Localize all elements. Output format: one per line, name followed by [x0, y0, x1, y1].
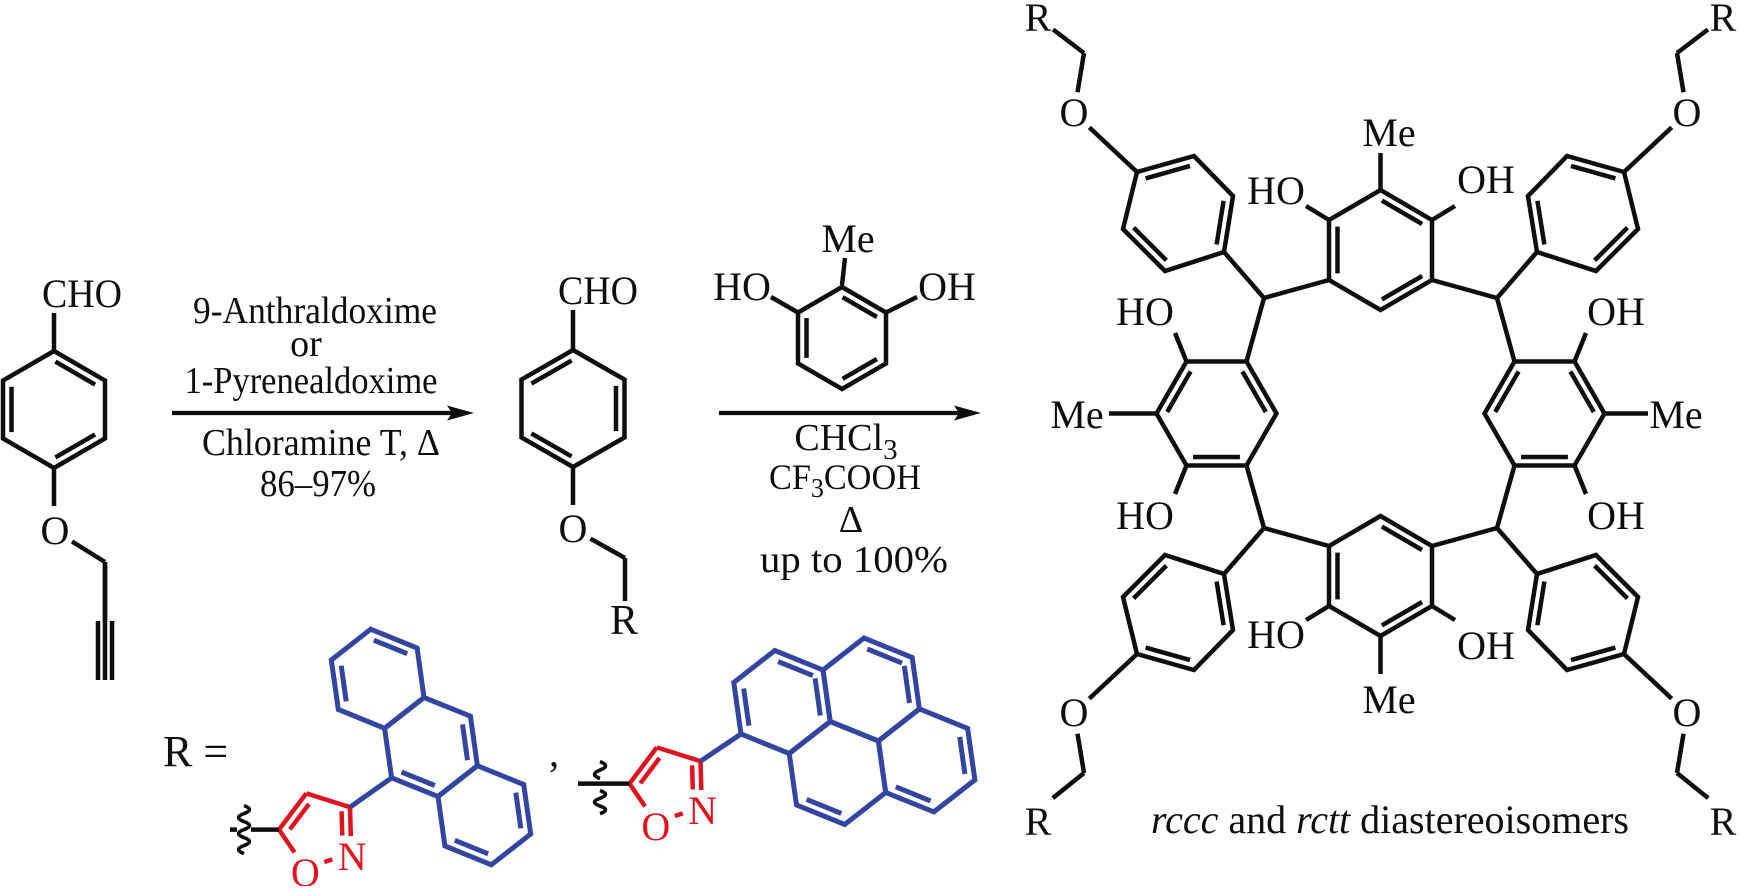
- svg-text:R =: R =: [163, 727, 228, 776]
- svg-text:86–97%: 86–97%: [260, 463, 376, 505]
- svg-text:R: R: [1025, 799, 1052, 844]
- svg-text:HO: HO: [713, 264, 771, 309]
- svg-text:,: ,: [549, 730, 559, 775]
- svg-text:Me: Me: [821, 216, 874, 261]
- svg-text:O: O: [1060, 690, 1089, 735]
- svg-text:R: R: [1710, 799, 1737, 844]
- svg-text:R: R: [1025, 0, 1052, 40]
- svg-text:Δ: Δ: [839, 499, 863, 541]
- svg-text:OH: OH: [1587, 289, 1645, 334]
- svg-text:or: or: [290, 323, 322, 365]
- svg-text:Me: Me: [1649, 392, 1702, 437]
- svg-text:1-Pyrenealdoxime: 1-Pyrenealdoxime: [185, 360, 438, 402]
- svg-text:O: O: [291, 850, 320, 886]
- svg-text:O: O: [41, 508, 70, 553]
- svg-text:rccc and rctt diastereoisomers: rccc and rctt diastereoisomers: [1151, 797, 1629, 842]
- svg-text:OH: OH: [1457, 157, 1515, 202]
- svg-text:up to 100%: up to 100%: [760, 539, 948, 581]
- svg-text:N: N: [338, 834, 367, 879]
- svg-text:CHCl3: CHCl3: [794, 417, 897, 466]
- svg-text:OH: OH: [1457, 623, 1515, 668]
- svg-text:HO: HO: [1116, 493, 1174, 538]
- svg-text:O: O: [1673, 690, 1702, 735]
- svg-text:OH: OH: [918, 264, 976, 309]
- svg-text:Me: Me: [1362, 677, 1415, 722]
- svg-text:HO: HO: [1116, 289, 1174, 334]
- svg-text:9-Anthraldoxime: 9-Anthraldoxime: [193, 290, 437, 332]
- svg-text:Me: Me: [1050, 392, 1103, 437]
- svg-text:HO: HO: [1247, 612, 1305, 657]
- svg-text:O: O: [1060, 90, 1089, 135]
- svg-text:CHO: CHO: [558, 268, 638, 313]
- svg-text:R: R: [1710, 0, 1737, 40]
- svg-text:Me: Me: [1362, 110, 1415, 155]
- svg-text:O: O: [559, 506, 588, 551]
- svg-text:Chloramine T, Δ: Chloramine T, Δ: [202, 422, 440, 464]
- svg-text:O: O: [641, 804, 670, 849]
- svg-text:R: R: [610, 598, 638, 644]
- svg-text:OH: OH: [1587, 493, 1645, 538]
- svg-text:O: O: [1673, 90, 1702, 135]
- svg-text:N: N: [688, 788, 717, 833]
- svg-text:HO: HO: [1247, 168, 1305, 213]
- svg-text:CF3COOH: CF3COOH: [769, 457, 921, 503]
- svg-text:CHO: CHO: [42, 271, 122, 316]
